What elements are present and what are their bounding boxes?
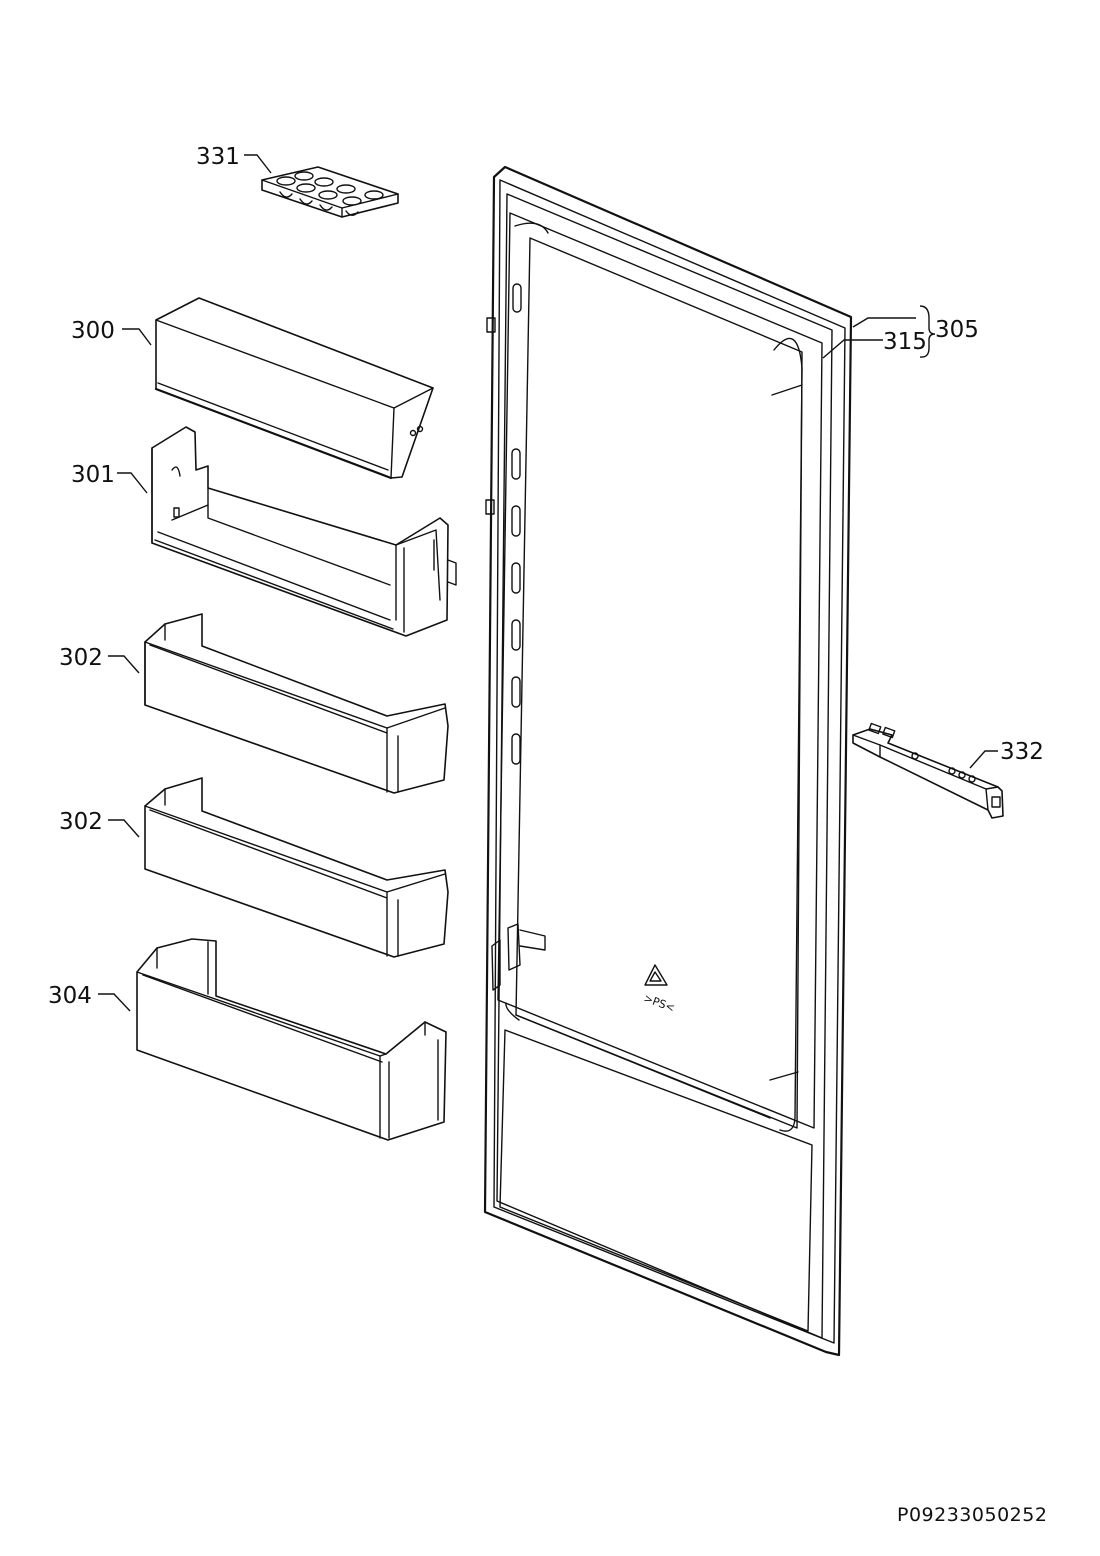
- door-assembly-305[interactable]: >PS<: [483, 165, 853, 1357]
- recycle-icon: [644, 964, 668, 986]
- leader-lines: [98, 154, 998, 1012]
- egg-tray-331[interactable]: [261, 166, 399, 218]
- door-bin-302-lower[interactable]: [144, 777, 449, 958]
- label-305: 305: [935, 317, 979, 343]
- label-331: 331: [196, 144, 240, 170]
- door-shelf-301[interactable]: [151, 426, 457, 637]
- label-302-lower: 302: [59, 809, 103, 835]
- dairy-compartment-300[interactable]: [154, 297, 434, 480]
- label-301: 301: [71, 462, 115, 488]
- label-332: 332: [1000, 739, 1044, 765]
- door-bin-302-upper[interactable]: [144, 613, 449, 794]
- label-300: 300: [71, 318, 115, 344]
- drawing-code: P09233050252: [897, 1504, 1047, 1526]
- label-315: 315: [883, 329, 927, 355]
- hinge-332[interactable]: [852, 722, 1004, 819]
- label-304: 304: [48, 983, 92, 1009]
- recycle-mark-text: >PS<: [642, 992, 677, 1015]
- label-302-upper: 302: [59, 645, 103, 671]
- bottle-bin-304[interactable]: [136, 938, 447, 1141]
